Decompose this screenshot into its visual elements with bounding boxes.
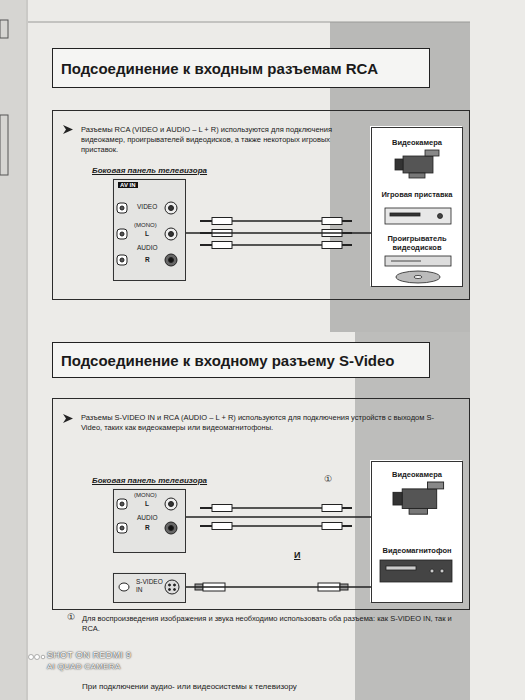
node-text: Видеомагнитофон <box>374 546 460 555</box>
vcr-icon <box>380 560 452 582</box>
cable-connector <box>186 586 371 588</box>
panel-heading: Боковая панель телевизора <box>92 476 207 485</box>
node-text: Проигрыватель видеодисков <box>374 234 460 253</box>
body-text: При подключении аудио- или видеосистемы … <box>82 682 297 691</box>
conjunction-label: И <box>294 550 300 560</box>
game-console-icon <box>385 208 451 224</box>
section-title-band: Подсоединение к входным разъемам RCA <box>52 48 430 88</box>
jack-label: L <box>145 500 149 507</box>
section-frame: Разъемы RCA (VIDEO и AUDIO – L + R) испо… <box>52 110 470 300</box>
footnote: Для воспроизведения изображения и звука … <box>82 614 470 634</box>
section-title-band: Подсоединение к входному разъему S-Video <box>52 342 430 378</box>
jack-label: AUDIO <box>137 514 158 521</box>
tv-side-panel: Боковая панель телевизора <box>113 489 186 553</box>
panel-fill <box>112 488 185 552</box>
cable-connector <box>186 232 371 234</box>
adjacent-page <box>0 0 26 700</box>
device-box: ВидеокамераИгровая приставкаПроигрывател… <box>371 127 463 287</box>
rca-cable <box>195 218 352 592</box>
s-video-panel: S-VIDEO IN <box>113 573 186 603</box>
node-text: Видеокамера <box>374 470 460 479</box>
jack-label: (MONO) <box>134 492 157 498</box>
section-title: Подсоединение к входным разъемам RCA <box>61 60 378 77</box>
page-edge <box>27 0 28 700</box>
adjacent-frame <box>0 20 8 38</box>
node-text: Видеокамера <box>374 138 460 147</box>
device-box: ВидеокамераВидеомагнитофон <box>371 461 463 603</box>
page-rule <box>28 22 470 23</box>
panel-heading: Боковая панель телевизора <box>92 166 207 175</box>
camcorder-icon <box>393 482 444 514</box>
panel-fill <box>112 572 185 602</box>
disc-player-icon <box>385 256 451 283</box>
grey-column <box>355 332 470 700</box>
callout-number: ① <box>67 612 75 622</box>
node-text: S-VIDEO IN <box>136 578 170 594</box>
panel-fill <box>112 178 185 280</box>
jack-label: L <box>145 230 149 237</box>
watermark-dots <box>29 655 45 660</box>
section-frame: Разъемы S-VIDEO IN и RCA (AUDIO – L + R)… <box>52 398 470 610</box>
section-note: Разъемы S-VIDEO IN и RCA (AUDIO – L + R)… <box>81 413 446 433</box>
device-box-fill <box>370 460 462 602</box>
jack-label: (MONO) <box>134 222 157 228</box>
jack-label: R <box>145 256 150 263</box>
node-text: Игровая приставка <box>374 190 460 199</box>
section-title: Подсоединение к входному разъему S-Video <box>61 352 394 369</box>
jack-group-tag: AV IN <box>118 182 138 188</box>
section-note: Разъемы RCA (VIDEO и AUDIO – L + R) испо… <box>81 125 349 155</box>
jack-label: VIDEO <box>137 203 157 210</box>
watermark: SHOT ON REDMI 9 <box>47 650 131 660</box>
device-box-fill <box>370 126 462 286</box>
adjacent-frame <box>0 115 8 175</box>
jack-label: AUDIO <box>137 244 158 251</box>
tv-side-panel: Боковая панель телевизора <box>113 179 186 281</box>
cable-connector <box>186 516 371 518</box>
bullet-arrow <box>63 125 73 134</box>
camcorder-icon <box>395 150 439 178</box>
jack-label: R <box>145 524 150 531</box>
watermark: AI QUAD CAMERA <box>47 662 121 671</box>
callout-number: ① <box>324 474 332 484</box>
bullet-arrow <box>63 414 73 423</box>
